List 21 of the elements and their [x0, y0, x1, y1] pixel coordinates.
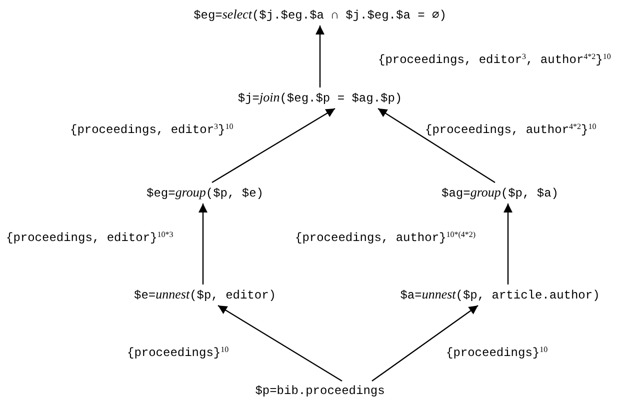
expression-text: $ag=group($p, $a) [442, 184, 558, 202]
edge-label: {proceedings, editor}$^{10*3}$ [6, 230, 174, 246]
expression-text: $j=join($eg.$p = $ag.$p) [238, 90, 402, 106]
edge-label: {proceedings, editor$^{3}$, author$^{4*2}$}$^{10}$ [378, 52, 611, 68]
arrow [504, 204, 512, 284]
expression-text: $e=unnest($p, editor) [134, 286, 276, 304]
expression-text: $a=unnest($p, article.author) [400, 286, 600, 304]
expression-text: $eg=group($p, $e) [146, 184, 264, 202]
arrow [212, 108, 336, 184]
expression-text: $p=bib.proceedings [255, 383, 385, 399]
arrow [316, 26, 324, 88]
arrow [378, 108, 496, 183]
arrow [198, 204, 208, 284]
edge-label: {proceedings}$^{10}$ [446, 345, 548, 361]
edge-label: {proceedings, author}$^{10*(4*2)}$ [295, 230, 476, 246]
arrow [218, 304, 342, 382]
edge-label: {proceedings, editor$^{3}$}$^{10}$ [70, 122, 234, 138]
arrow [372, 305, 478, 382]
expression-text: $eg=select($j.$eg.$a ∩ $j.$eg.$a = ∅) [194, 6, 446, 24]
edge-label: {proceedings, author$^{4*2}$}$^{10}$ [425, 122, 596, 138]
edge-label: {proceedings}$^{10}$ [127, 345, 229, 361]
